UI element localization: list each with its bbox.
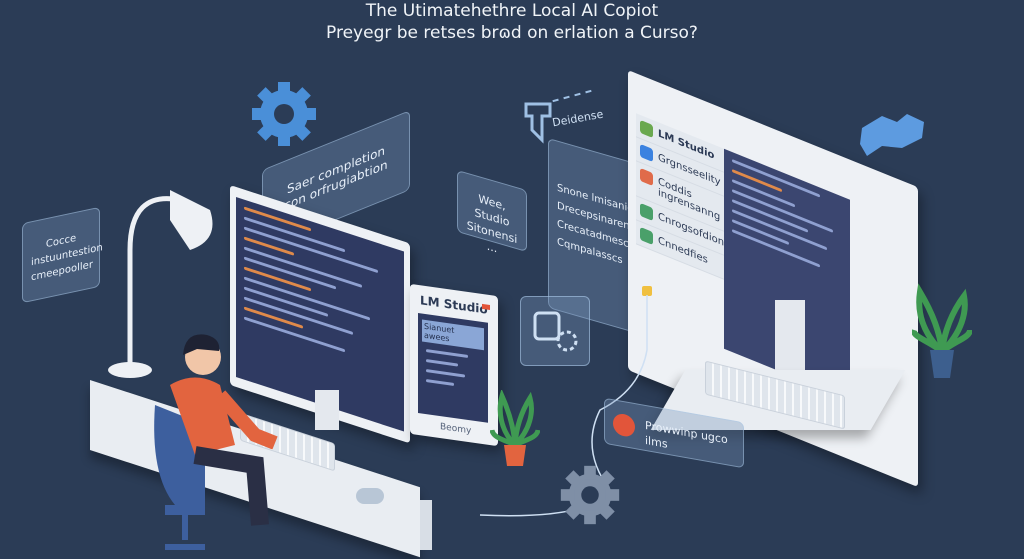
mouse-icon[interactable] — [356, 488, 384, 504]
title-line-2: Preyegr be retses brɷd on erlation a Cur… — [326, 23, 698, 43]
alert-icon — [613, 412, 635, 439]
chat-icon — [520, 296, 590, 366]
right-monitor-stand — [775, 300, 805, 380]
gear-icon — [560, 465, 620, 525]
connector-line — [552, 89, 592, 103]
gear-icon — [252, 82, 316, 146]
plant-icon — [490, 390, 540, 466]
studio-note-panel: Wee, Studio Sitonensi ... — [457, 169, 527, 256]
main-monitor-stand — [315, 390, 339, 430]
plug-icon — [642, 286, 652, 296]
plant-icon — [912, 283, 972, 378]
tooth-icon — [524, 102, 552, 144]
right-app-sidebar: LM Studio Grgnsseelity Coddis ingrensann… — [636, 113, 724, 280]
code-instruction-panel: Cocce instuuntestion cmeepooller — [22, 206, 103, 304]
lamp-icon — [108, 190, 213, 378]
puzzle-icon — [860, 114, 924, 156]
page-title: The Utimatehethre Local AI Copiot Preyeg… — [0, 0, 1024, 44]
desk-leg — [420, 500, 432, 550]
cable — [479, 295, 648, 517]
person-at-desk — [154, 334, 278, 550]
title-line-1: The Utimatehethre Local AI Copiot — [365, 1, 659, 21]
